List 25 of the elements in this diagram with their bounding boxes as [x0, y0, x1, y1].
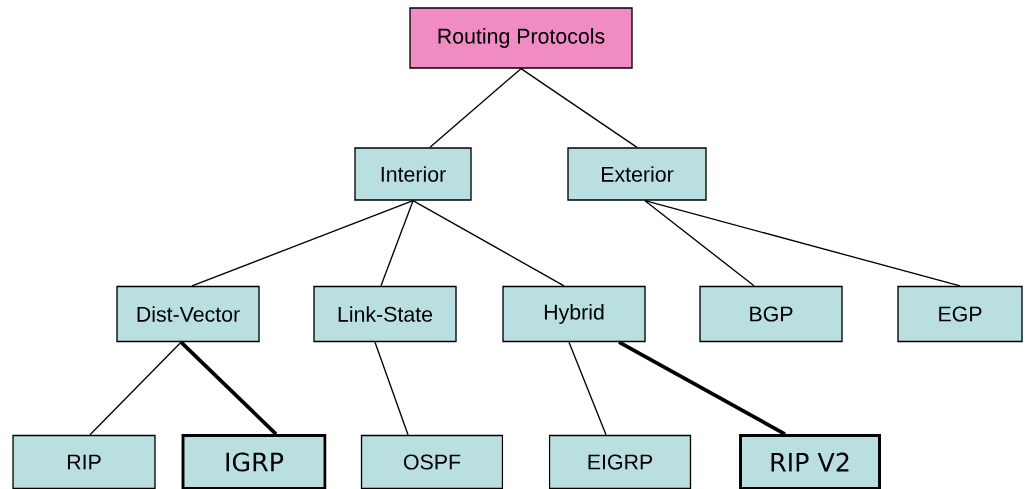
category-box: RIP — [12, 434, 156, 489]
category-box: EGP — [897, 285, 1023, 343]
category-box: EIGRP — [548, 434, 692, 489]
connector-line — [644, 200, 755, 287]
connector-line — [412, 200, 565, 287]
connector-line — [89, 341, 182, 436]
connector-line — [568, 341, 607, 436]
category-box: Exterior — [567, 147, 707, 201]
category-box: OSPF — [360, 434, 504, 489]
connector-line — [644, 200, 961, 287]
category-box: Link-State — [313, 285, 457, 343]
category-box: BGP — [699, 285, 843, 343]
connector-line — [191, 200, 414, 287]
category-box: Hybrid — [502, 285, 646, 343]
root-box: Routing Protocols — [409, 7, 633, 69]
connector-line — [380, 200, 414, 287]
category-box: IGRP — [181, 434, 327, 489]
category-box: Dist-Vector — [116, 285, 260, 343]
connector-line — [618, 340, 786, 436]
connector-line — [429, 68, 522, 148]
connector-line — [374, 341, 409, 436]
category-box: Interior — [354, 147, 472, 201]
connector-line — [520, 68, 638, 148]
category-box: RIP V2 — [739, 434, 881, 489]
connector-line — [179, 340, 278, 436]
